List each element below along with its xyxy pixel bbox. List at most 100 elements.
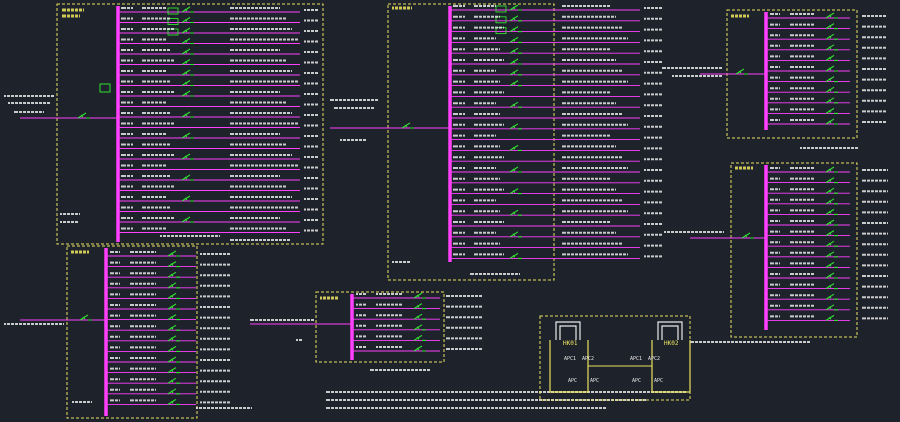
- breaker-icon: [181, 111, 194, 118]
- hk1-label: HK01: [563, 340, 578, 347]
- meter-icon: [167, 18, 179, 25]
- breaker-icon: [825, 219, 838, 226]
- breaker-icon: [181, 59, 194, 66]
- breaker-icon: [825, 118, 838, 125]
- breaker-icon: [825, 76, 838, 83]
- breaker-icon: [509, 15, 522, 22]
- breaker-icon: [825, 107, 838, 114]
- breaker-icon: [509, 4, 522, 11]
- ups-right-loop: [657, 321, 683, 340]
- breaker-icon: [825, 44, 838, 51]
- breaker-icon: [509, 58, 522, 65]
- hk2-label: HK02: [664, 340, 679, 347]
- breaker-icon: [77, 112, 90, 119]
- breaker-icon: [167, 345, 180, 352]
- breaker-icon: [181, 38, 194, 45]
- panel-frame: [315, 291, 445, 363]
- breaker-icon: [181, 69, 194, 76]
- breaker-icon: [181, 132, 194, 139]
- breaker-icon: [825, 187, 838, 194]
- breaker-icon: [509, 166, 522, 173]
- breaker-icon: [181, 153, 194, 160]
- breaker-icon: [825, 314, 838, 321]
- breaker-icon: [825, 304, 838, 311]
- breaker-icon: [167, 282, 180, 289]
- breaker-icon: [167, 335, 180, 342]
- apc-c-label: APC: [632, 378, 641, 384]
- breaker-icon: [167, 398, 180, 405]
- breaker-icon: [509, 36, 522, 43]
- breaker-icon: [825, 230, 838, 237]
- breaker-icon: [167, 324, 180, 331]
- breaker-icon: [79, 314, 92, 321]
- breaker-icon: [509, 80, 522, 87]
- breaker-icon: [509, 231, 522, 238]
- apc1-left-label: APC1: [564, 356, 576, 362]
- breaker-icon: [825, 97, 838, 104]
- breaker-icon: [413, 292, 426, 299]
- breaker-icon: [509, 209, 522, 216]
- apc2-right-label: APC2: [648, 356, 660, 362]
- panel-frame: [730, 162, 858, 338]
- breaker-icon: [825, 261, 838, 268]
- breaker-icon: [509, 144, 522, 151]
- legend-frame: [539, 315, 691, 401]
- ups-legend: HK01 HK02 APC1 APC2 APC1 APC2 APC APC AP…: [539, 315, 691, 401]
- meter-icon: [167, 7, 179, 15]
- breaker-icon: [825, 240, 838, 247]
- panel-frame: [66, 245, 198, 419]
- breaker-icon: [167, 261, 180, 268]
- ups-right-box: [651, 340, 691, 393]
- breaker-icon: [825, 293, 838, 300]
- breaker-icon: [181, 6, 194, 13]
- breaker-icon: [825, 166, 838, 173]
- breaker-icon: [167, 250, 180, 257]
- breaker-icon: [413, 345, 426, 352]
- breaker-icon: [825, 33, 838, 40]
- breaker-icon: [413, 324, 426, 331]
- ups-icon: [99, 83, 111, 93]
- breaker-icon: [181, 90, 194, 97]
- breaker-icon: [167, 303, 180, 310]
- breaker-icon: [825, 283, 838, 290]
- breaker-icon: [825, 54, 838, 61]
- breaker-icon: [509, 188, 522, 195]
- breaker-icon: [167, 271, 180, 278]
- breaker-icon: [509, 252, 522, 259]
- annotation-layer: [4, 5, 888, 409]
- breaker-icon: [413, 303, 426, 310]
- apc1-right-label: APC1: [630, 356, 642, 362]
- breaker-icon: [181, 17, 194, 24]
- panel-frame: [56, 3, 324, 245]
- breaker-icon: [825, 65, 838, 72]
- breaker-icon: [167, 367, 180, 374]
- apc-b-label: APC: [590, 378, 599, 384]
- breaker-icon: [167, 314, 180, 321]
- breaker-icon: [181, 27, 194, 34]
- breaker-icon: [181, 48, 194, 55]
- breaker-icon: [167, 292, 180, 299]
- breaker-icon: [509, 47, 522, 54]
- breaker-icon: [181, 80, 194, 87]
- breaker-icon: [825, 23, 838, 30]
- breaker-icon: [413, 313, 426, 320]
- ups-left-box: [549, 340, 589, 393]
- breaker-icon: [167, 388, 180, 395]
- apc-a-label: APC: [568, 378, 577, 384]
- breaker-icon: [181, 174, 194, 181]
- breaker-icon: [825, 12, 838, 19]
- ups-left-loop: [555, 321, 581, 340]
- apc-d-label: APC: [654, 378, 663, 384]
- breaker-icon: [181, 216, 194, 223]
- breaker-icon: [509, 26, 522, 33]
- breaker-icon: [509, 123, 522, 130]
- breaker-icon: [735, 68, 748, 75]
- breaker-icon: [509, 101, 522, 108]
- breaker-icon: [413, 334, 426, 341]
- breaker-icon: [509, 69, 522, 76]
- breaker-icon: [741, 232, 754, 239]
- meter-icon: [495, 5, 507, 13]
- apc2-left-label: APC2: [582, 356, 594, 362]
- breaker-icon: [825, 272, 838, 279]
